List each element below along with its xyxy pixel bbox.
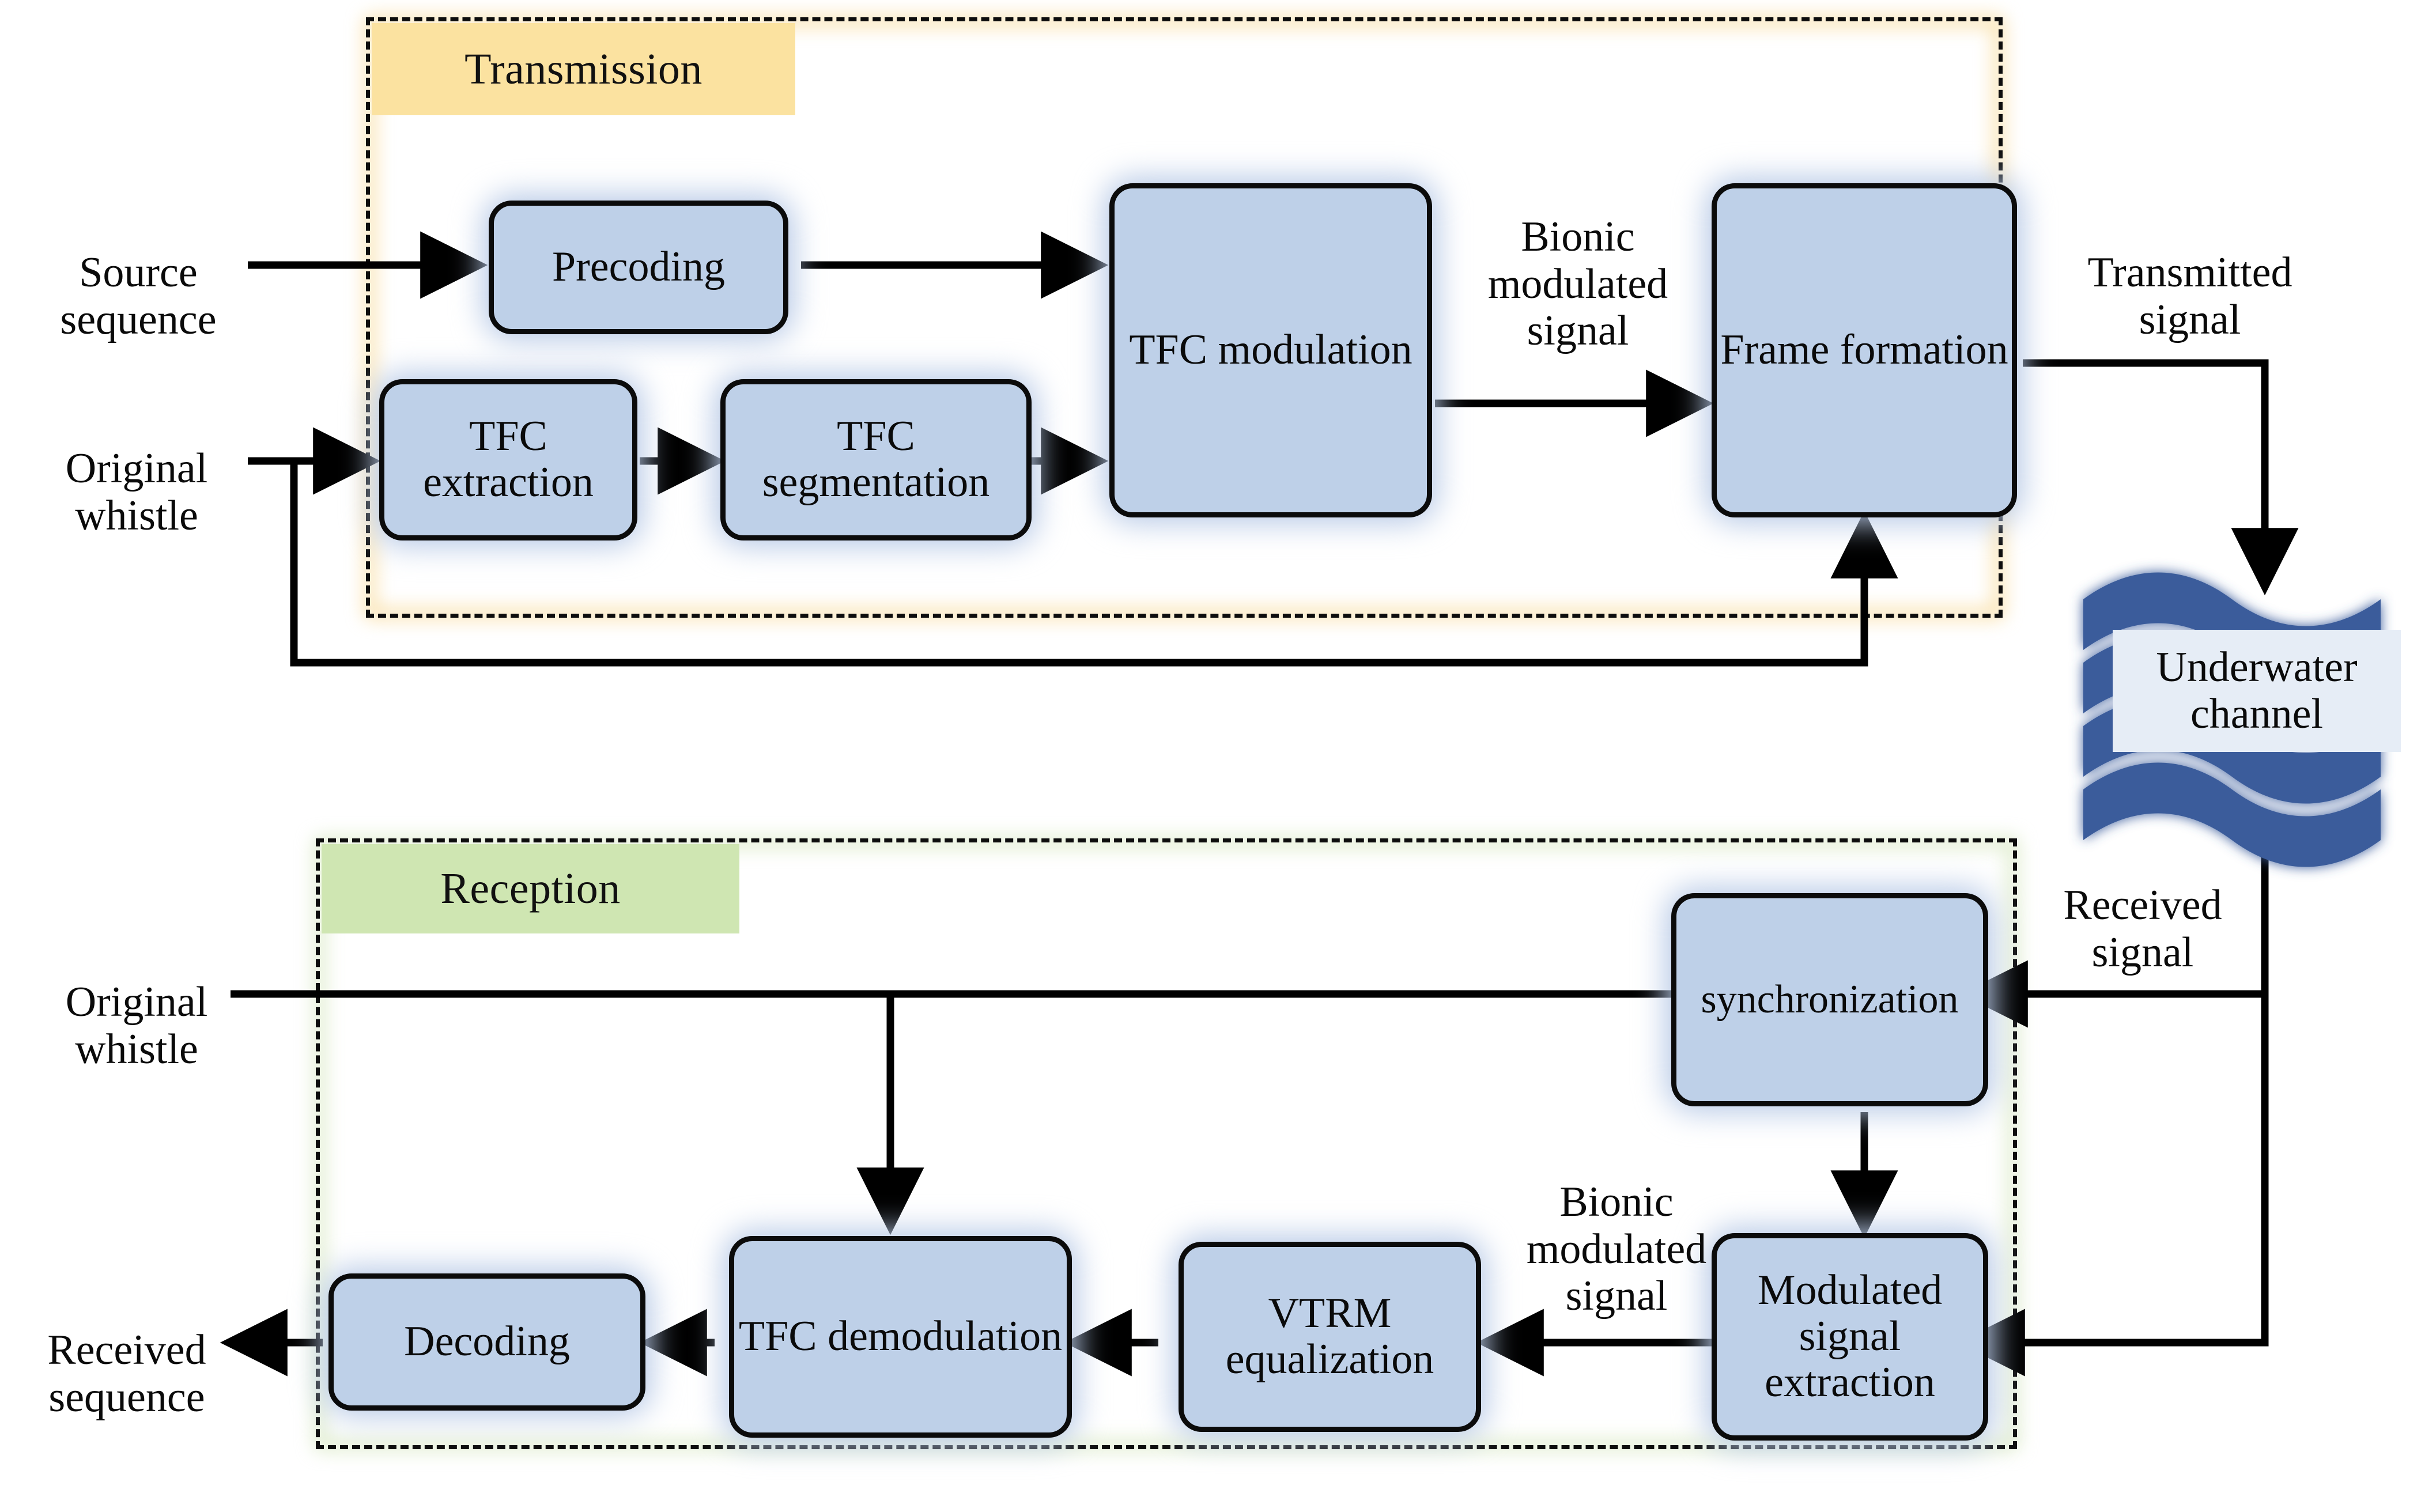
label-received-signal: Received signal (2063, 882, 2222, 976)
tfc-modulation-label: TFC modulation (1129, 326, 1412, 374)
block-tfc-segmentation[interactable]: TFC segmentation (720, 379, 1032, 540)
reception-banner-label: Reception (440, 864, 621, 913)
label-original-whistle-tx: Original whistle (65, 445, 208, 539)
label-bionic-modulated-signal-tx: Bionic modulated signal (1487, 213, 1668, 355)
frame-formation-label: Frame formation (1720, 326, 2008, 374)
transmission-section-banner: Transmission (372, 23, 795, 115)
tfc-segmentation-label: TFC segmentation (762, 413, 990, 506)
vtrm-equalization-label: VTRM equalization (1225, 1290, 1434, 1383)
block-synchronization[interactable]: synchronization (1671, 893, 1988, 1106)
block-decoding[interactable]: Decoding (328, 1273, 645, 1411)
block-precoding[interactable]: Precoding (489, 201, 788, 334)
arrow-frame-to-channel (2023, 359, 2299, 596)
decoding-label: Decoding (404, 1318, 570, 1366)
synchronization-label: synchronization (1701, 977, 1959, 1022)
block-frame-formation[interactable]: Frame formation (1712, 183, 2017, 517)
block-vtrm-equalization[interactable]: VTRM equalization (1179, 1242, 1481, 1432)
modulated-signal-extraction-label: Modulated signal extraction (1757, 1267, 1943, 1406)
label-transmitted-signal: Transmitted signal (2087, 249, 2292, 343)
block-tfc-extraction[interactable]: TFC extraction (379, 379, 637, 540)
reception-section-frame (316, 838, 2017, 1449)
reception-section-banner: Reception (322, 844, 739, 933)
block-tfc-demodulation[interactable]: TFC demodulation (729, 1236, 1072, 1438)
block-tfc-modulation[interactable]: TFC modulation (1109, 183, 1432, 517)
label-original-whistle-rx: Original whistle (65, 978, 208, 1073)
label-bionic-modulated-signal-rx: Bionic modulated signal (1526, 1178, 1707, 1320)
tfc-extraction-label: TFC extraction (423, 413, 594, 506)
label-received-sequence: Received sequence (47, 1326, 206, 1421)
underwater-channel-caption: Underwater channel (2113, 630, 2401, 752)
arrow-whistle-feedback-to-frame (290, 461, 1898, 667)
precoding-label: Precoding (552, 243, 726, 291)
arrow-channel-to-modext (1957, 994, 2269, 1377)
tfc-demodulation-label: TFC demodulation (738, 1313, 1063, 1360)
label-source-sequence: Source sequence (60, 249, 217, 343)
block-modulated-signal-extraction[interactable]: Modulated signal extraction (1712, 1233, 1988, 1441)
transmission-banner-label: Transmission (464, 44, 702, 93)
